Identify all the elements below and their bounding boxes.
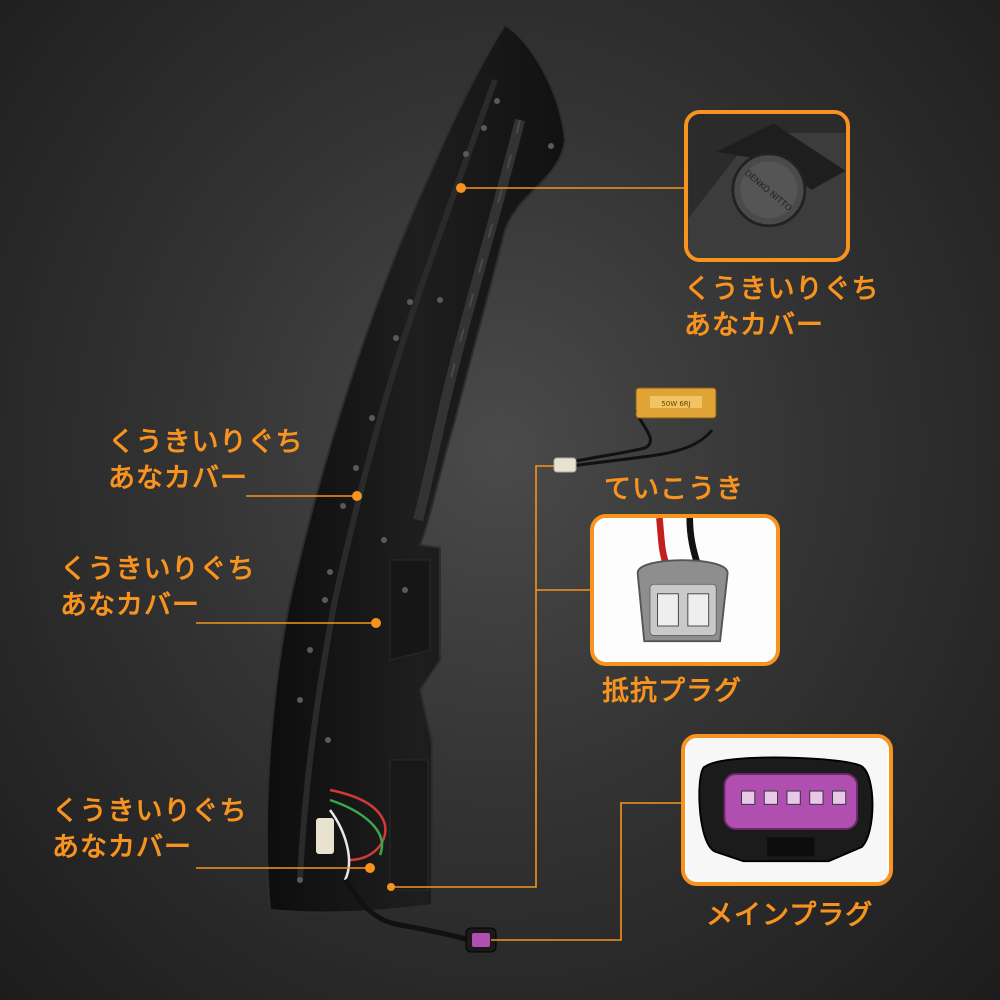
callout-left-lower: くうきいりぐち あなカバー [52,794,247,866]
main-plug-inset [681,734,893,886]
wire-plug [316,818,334,854]
screw-holes [297,98,554,883]
leader-lines [196,187,684,941]
resistor-plug-label: 抵抗プラグ [602,676,742,707]
main-plug-label: メインプラグ [706,900,874,931]
resistor-marking: 50W 6RJ [661,400,690,408]
callout-top-right: くうきいりぐち あなカバー [684,272,879,344]
vent-cap-inset: DENKO NITTO [684,110,850,262]
lamp-inner-rib [297,78,498,881]
callout-line2: あなカバー [52,832,192,863]
callout-left-upper: くうきいりぐち あなカバー [108,425,303,497]
resistor-plug-inset [590,514,780,666]
callout-line1: くうきいりぐち [108,427,304,458]
callout-line2: あなカバー [684,310,824,341]
resistor-illustration: 50W 6RJ [553,387,717,473]
wiring [328,788,471,943]
callout-line2: あなカバー [60,590,200,621]
callout-line1: くうきいりぐち [52,796,248,827]
callout-line1: くうきいりぐち [60,554,256,585]
callout-left-middle: くうきいりぐち あなカバー [60,552,255,624]
callout-line1: くうきいりぐち [684,274,880,305]
resistor-label: ていこうき [604,474,744,505]
callout-line2: あなカバー [108,463,248,494]
